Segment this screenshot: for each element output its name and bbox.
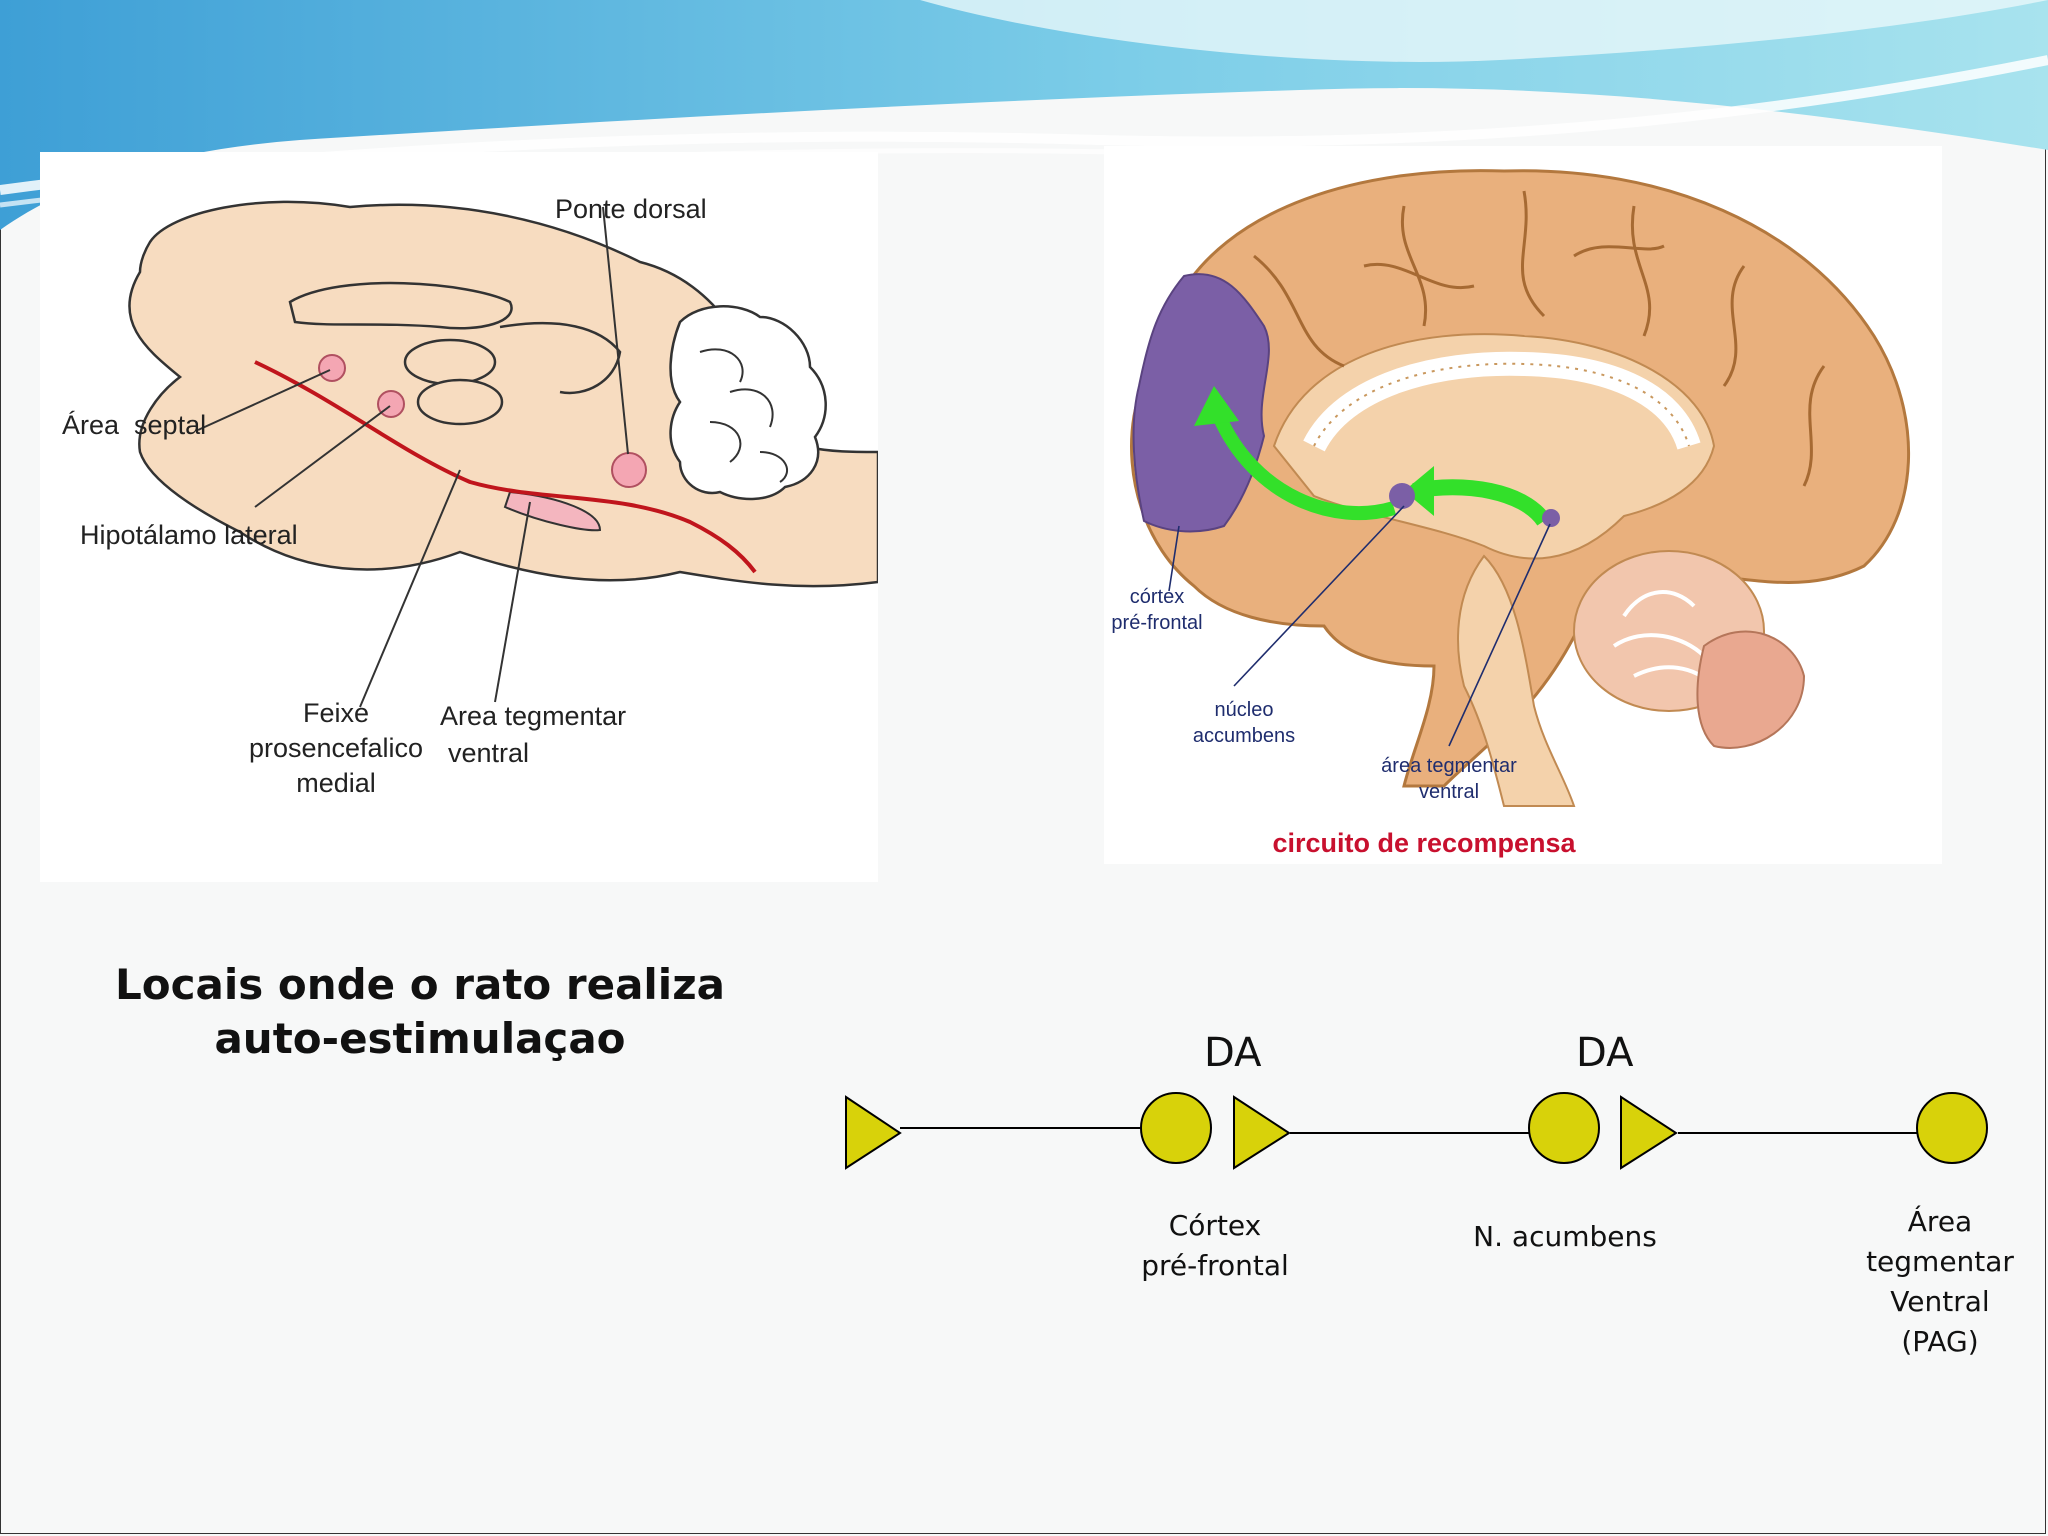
title-line-2: auto-estimulaçao	[214, 1014, 626, 1063]
label-feixe-1: Feixe	[303, 698, 369, 728]
site-area-septal	[318, 354, 346, 382]
label-area-septal: Área septal	[62, 410, 206, 440]
human-brain-diagram: córtex pré-frontal núcleo accumbens área…	[1104, 146, 1942, 864]
node-label-cortex: Córtex pré-frontal	[1110, 1206, 1320, 1286]
label-atv-human-2: ventral	[1419, 781, 1479, 803]
label-hipotalamo-lateral: Hipotálamo lateral	[80, 520, 298, 550]
nucleus-accumbens	[1389, 483, 1415, 509]
site-ponte-dorsal	[611, 452, 647, 488]
node-label-cortex-1: Córtex	[1168, 1209, 1262, 1242]
slide-title: Locais onde o rato realiza auto-estimula…	[100, 958, 740, 1066]
vta-nucleus	[1542, 509, 1560, 527]
terminal-triangle-3	[1620, 1095, 1678, 1170]
human-brainstem	[1457, 554, 1576, 807]
terminal-triangle-2	[1233, 1095, 1291, 1170]
rat-brain-diagram: Ponte dorsal Área septal Hipotálamo late…	[40, 152, 880, 882]
node-label-atv: Área tegmentar Ventral (PAG)	[1850, 1202, 2030, 1362]
node-label-atv-2: tegmentar	[1866, 1245, 2014, 1278]
node-cortex	[1140, 1092, 1212, 1164]
node-label-atv-4: (PAG)	[1901, 1325, 1979, 1358]
terminal-triangle-1	[845, 1095, 902, 1170]
rat-cerebellum	[669, 305, 827, 501]
node-atv	[1916, 1092, 1988, 1164]
label-feixe-2: prosencefalico	[249, 733, 423, 763]
da-label-2: DA	[1576, 1030, 1634, 1076]
label-atv-human-1: área tegmentar	[1381, 755, 1517, 777]
da-label-1: DA	[1204, 1030, 1262, 1076]
label-ponte-dorsal: Ponte dorsal	[555, 194, 707, 224]
circuit-schematic	[845, 1092, 1988, 1170]
node-label-atv-1: Área	[1907, 1205, 1973, 1238]
label-nucleo-2: accumbens	[1193, 725, 1295, 747]
title-line-1: Locais onde o rato realiza	[114, 960, 725, 1009]
node-label-accumbens: N. acumbens	[1460, 1217, 1670, 1257]
node-label-accumbens-1: N. acumbens	[1473, 1220, 1657, 1253]
node-label-cortex-2: pré-frontal	[1141, 1249, 1289, 1282]
medial-forebrain-bundle	[254, 360, 757, 574]
label-cortex-2: pré-frontal	[1111, 612, 1202, 634]
label-atv-1: Area tegmentar	[440, 701, 626, 731]
node-label-atv-3: Ventral	[1890, 1285, 1990, 1318]
label-atv-2: ventral	[448, 738, 529, 768]
label-feixe-3: medial	[296, 768, 376, 798]
node-accumbens	[1528, 1092, 1600, 1164]
arrow-accumbens-to-cortex	[1212, 413, 1397, 521]
label-cortex-1: córtex	[1130, 586, 1184, 608]
circuit-caption: circuito de recompensa	[1272, 828, 1576, 858]
prefrontal-cortex-region	[1132, 273, 1270, 533]
label-nucleo-1: núcleo	[1215, 699, 1274, 721]
